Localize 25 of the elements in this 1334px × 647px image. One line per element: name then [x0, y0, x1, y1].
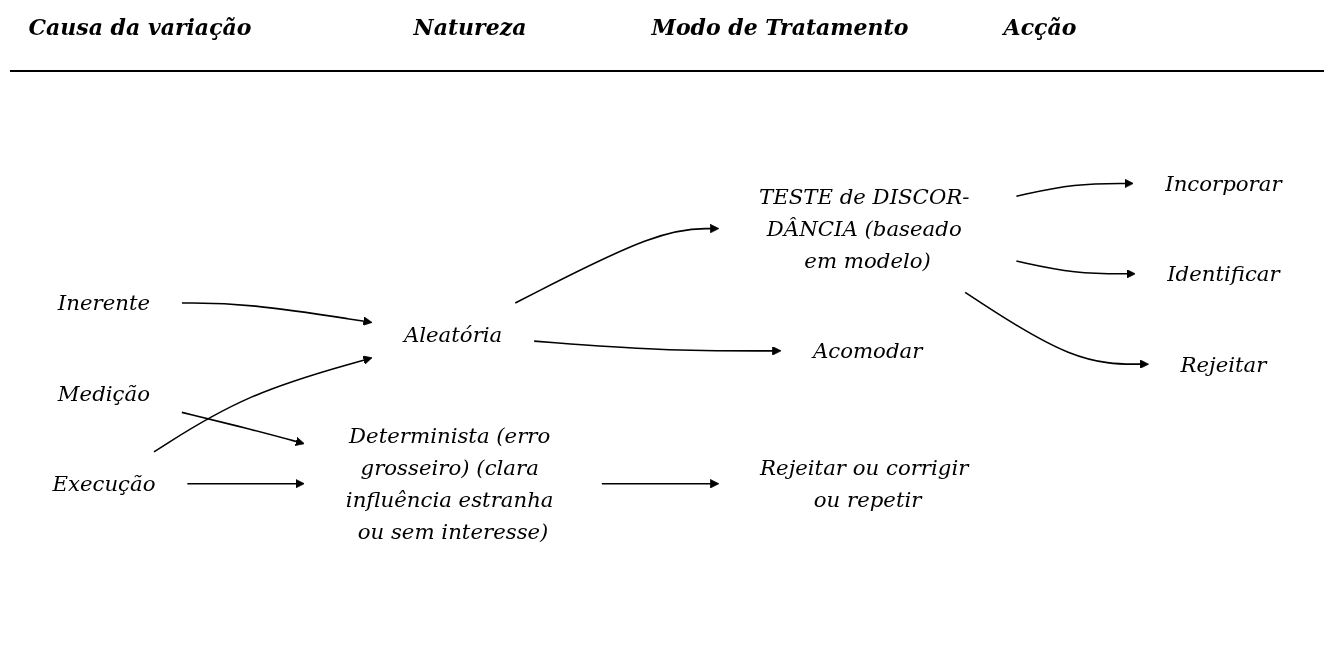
- arrow: [964, 291, 1149, 369]
- arrow: [533, 339, 782, 356]
- column-heading: Modo de Tratamento: [650, 14, 910, 40]
- arrow: [186, 478, 305, 488]
- node-text: Execução: [52, 470, 156, 496]
- column-heading: Acção: [1001, 14, 1078, 40]
- node-text: Aleatória: [403, 321, 503, 348]
- arrow: [181, 411, 305, 446]
- node-text: Rejeitar: [1180, 350, 1267, 377]
- node-text: Medição: [57, 380, 150, 406]
- arrow: [601, 478, 720, 488]
- node-text: Determinista (erro grosseiro) (clara influência estranha ou sem interesse): [345, 422, 554, 544]
- column-heading: Causa da variação: [27, 14, 253, 40]
- arrow: [514, 223, 720, 304]
- node-text: TESTE de DISCOR- DÂNCIA (baseado em modelo): [758, 183, 970, 273]
- node-text: Rejeitar ou corrigir ou repetir: [760, 454, 969, 512]
- node-text: Inerente: [57, 289, 151, 316]
- arrow: [1015, 178, 1134, 197]
- node-text: Identificar: [1167, 260, 1280, 287]
- node-text: Incorporar: [1165, 170, 1282, 196]
- column-heading: Natureza: [412, 14, 528, 40]
- arrow: [181, 301, 373, 326]
- node-text: Acomodar: [812, 337, 923, 364]
- arrow: [1015, 259, 1136, 278]
- arrow: [153, 355, 373, 453]
